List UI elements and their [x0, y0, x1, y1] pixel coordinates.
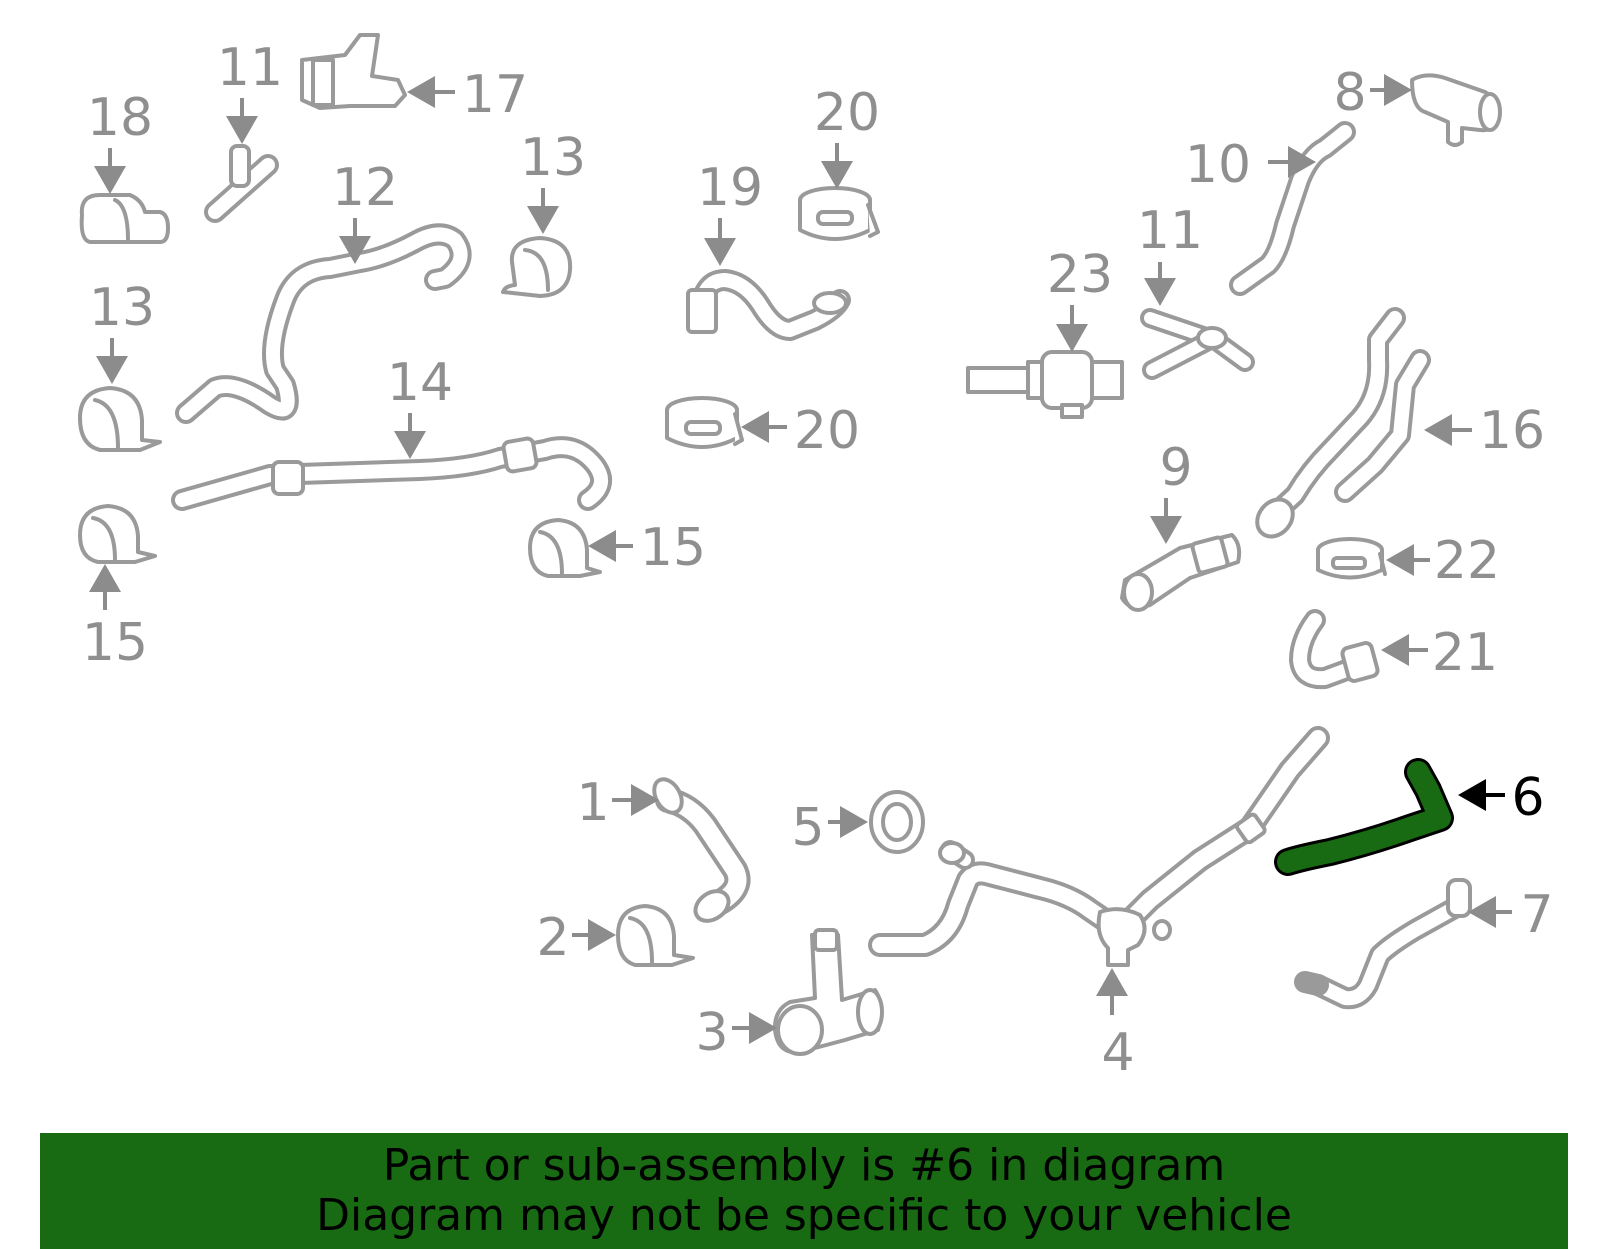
- info-banner: Part or sub-assembly is #6 in diagram Di…: [40, 1133, 1568, 1249]
- callout-15-center: 15: [640, 518, 706, 578]
- callout-3: 3: [695, 1003, 728, 1063]
- part-15-clamp-left[interactable]: [78, 504, 157, 564]
- part-11-tee-right[interactable]: [1140, 308, 1255, 380]
- callout-20-center: 20: [794, 401, 860, 461]
- part-6-fill: [1277, 761, 1451, 873]
- callout-16: 16: [1479, 401, 1545, 461]
- part-12-hose[interactable]: [175, 223, 472, 424]
- callout-21: 21: [1432, 623, 1498, 683]
- part-11-tee-left[interactable]: [204, 144, 279, 223]
- part-5-o-ring[interactable]: [869, 790, 925, 854]
- callout-13-center: 13: [520, 128, 586, 188]
- banner-line-1: Part or sub-assembly is #6 in diagram: [382, 1140, 1226, 1191]
- callout-18: 18: [87, 88, 153, 148]
- callout-13-left: 13: [89, 278, 155, 338]
- part-20-clamp-center[interactable]: [665, 396, 744, 449]
- callout-12: 12: [332, 158, 398, 218]
- part-6-hose-highlighted[interactable]: [1274, 758, 1454, 876]
- callout-9: 9: [1159, 438, 1192, 498]
- part-13-clamp-left[interactable]: [78, 386, 162, 452]
- part-21-elbow[interactable]: [1289, 609, 1380, 690]
- callout-1: 1: [576, 773, 609, 833]
- part-19-hose[interactable]: [686, 269, 851, 341]
- callout-23: 23: [1047, 245, 1113, 305]
- callout-17: 17: [462, 65, 528, 125]
- part-8-connector[interactable]: [1410, 73, 1502, 147]
- part-22-clamp[interactable]: [1316, 537, 1387, 580]
- part-3-tee-fitting[interactable]: [772, 928, 884, 1056]
- part-9-fitting[interactable]: [1120, 533, 1242, 612]
- callout-15-left: 15: [82, 613, 148, 673]
- part-16-hose-assembly[interactable]: [1250, 307, 1431, 544]
- callout-2: 2: [536, 908, 569, 968]
- part-14-hose[interactable]: [171, 436, 613, 511]
- part-4-tube-assembly[interactable]: [868, 726, 1330, 967]
- part-18-sensor[interactable]: [79, 193, 170, 244]
- part-23-valve[interactable]: [966, 350, 1124, 419]
- callout-11-right: 11: [1137, 201, 1203, 261]
- part-7-hose[interactable]: [1294, 878, 1472, 1010]
- part-17-sensor[interactable]: [300, 33, 407, 110]
- part-15-clamp-center[interactable]: [528, 518, 602, 578]
- callout-20-top: 20: [814, 83, 880, 143]
- callout-6: 6: [1511, 768, 1544, 828]
- callout-22: 22: [1434, 531, 1500, 591]
- callout-8: 8: [1333, 63, 1366, 123]
- callout-10: 10: [1185, 135, 1251, 195]
- callout-4: 4: [1101, 1023, 1134, 1083]
- part-1-hose[interactable]: [649, 774, 751, 927]
- callout-7: 7: [1520, 885, 1553, 945]
- callout-11-top-left: 11: [217, 38, 283, 98]
- part-13-clamp-center[interactable]: [501, 236, 573, 298]
- callout-5: 5: [791, 798, 824, 858]
- callout-14: 14: [387, 353, 453, 413]
- part-20-clamp-top[interactable]: [798, 186, 880, 241]
- banner-line-2: Diagram may not be specific to your vehi…: [316, 1190, 1292, 1241]
- callout-19: 19: [697, 158, 763, 218]
- part-2-clamp[interactable]: [616, 904, 695, 967]
- part-10-hose[interactable]: [1229, 121, 1356, 296]
